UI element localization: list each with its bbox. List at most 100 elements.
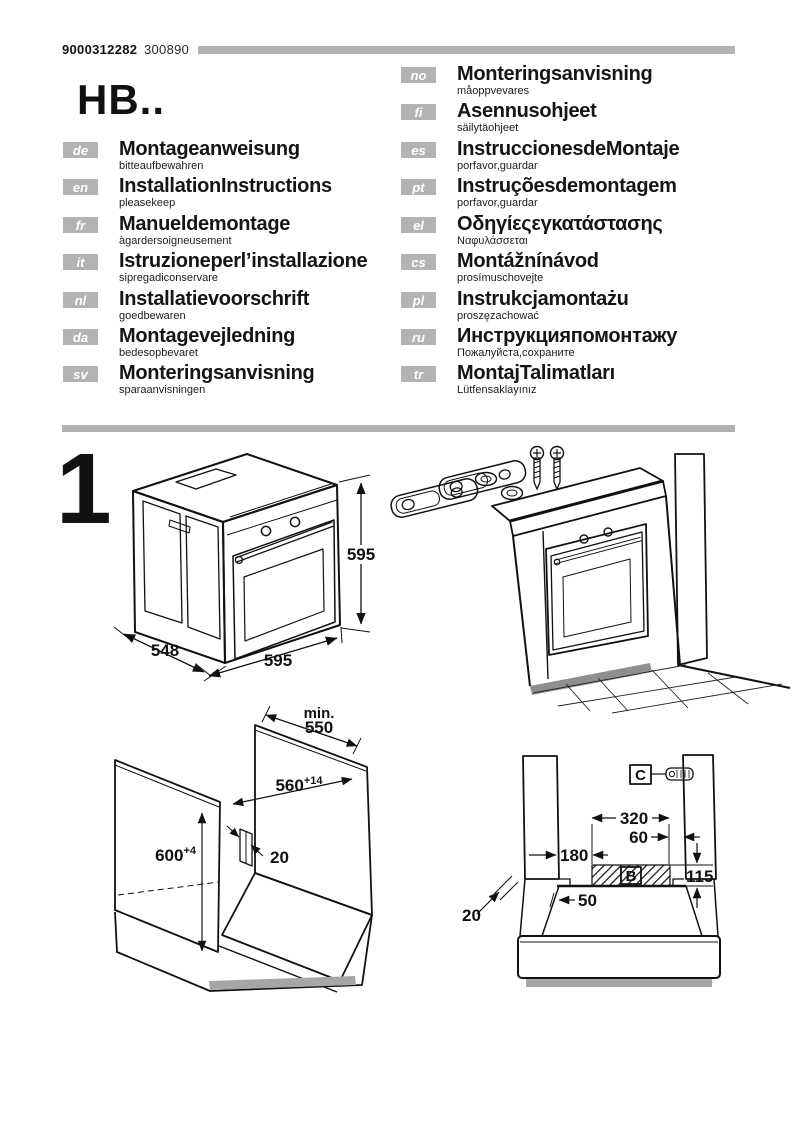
language-row-no: no Monteringsanvisning måoppvevares — [401, 63, 653, 97]
language-note: porfavor,guardar — [457, 160, 538, 172]
language-badge-fi: fi — [401, 104, 436, 120]
language-title: Instruçõesdemontagem — [457, 175, 677, 197]
language-row-pl: pl Instrukcjamontażu proszęzachować — [401, 288, 629, 322]
document-code: 300890 — [144, 42, 190, 57]
cutout-dimensions: min. 550 560+14 600+4 20 — [155, 705, 362, 952]
language-title: Asennusohjeet — [457, 100, 597, 122]
language-note: pleasekeep — [119, 197, 176, 209]
language-note: sparaanvisningen — [119, 384, 206, 396]
screw-icon — [529, 445, 545, 491]
cabinet-left-panel — [114, 759, 221, 953]
language-title: InstallationInstructions — [119, 175, 332, 197]
language-note: måoppvevares — [457, 85, 530, 97]
mounting-bracket-icon — [390, 478, 479, 518]
mounting-bracket-icon — [438, 460, 527, 500]
language-title: Installatievoorschrift — [119, 288, 310, 310]
language-row-pt: pt Instruçõesdemontagem porfavor,guardar — [401, 175, 677, 209]
language-badge-fr: fr — [63, 217, 98, 233]
oven-height-label: 595 — [347, 545, 375, 564]
dim-60-label: 60 — [629, 828, 648, 847]
language-note: bedesopbevaret — [119, 347, 198, 359]
niche-min-label: min. — [304, 705, 335, 722]
cabinet-right-panel — [254, 724, 373, 916]
cabinet-cutout-drawing: min. 550 560+14 600+4 20 — [114, 705, 373, 993]
control-knob-icon — [579, 534, 589, 544]
section-divider-bar — [62, 425, 735, 432]
vent-detail — [175, 468, 237, 490]
language-note: Пожалуйста,сохраните — [457, 347, 575, 359]
oven-isometric-drawing: 595 595 548 — [113, 453, 378, 682]
document-number: 9000312282 — [62, 42, 138, 57]
mounting-hardware-drawing — [390, 445, 565, 518]
part-c-label: C — [635, 767, 646, 784]
language-badge-da: da — [63, 329, 98, 345]
language-title: Montageanweisung — [119, 138, 300, 160]
language-badge-sv: sv — [63, 366, 98, 382]
language-badge-pl: pl — [401, 292, 436, 308]
installed-oven-door — [550, 531, 645, 651]
language-title: Instrukcjamontażu — [457, 288, 629, 310]
header-divider-bar — [198, 46, 735, 54]
oven-dimensions: 595 595 548 — [113, 474, 378, 682]
language-badge-tr: tr — [401, 366, 436, 382]
installed-oven-drawing — [491, 453, 791, 714]
oven-door — [232, 519, 336, 660]
language-title: Monteringsanvisning — [457, 63, 653, 85]
language-row-it: it Istruzioneperl’installazione sipregad… — [63, 251, 368, 284]
tiled-floor — [532, 664, 783, 714]
language-badge-no: no — [401, 67, 436, 83]
base-cabinet — [517, 935, 721, 979]
language-note: goedbewaren — [119, 310, 186, 322]
language-badge-es: es — [401, 142, 436, 158]
language-row-en: en InstallationInstructions pleasekeep — [63, 175, 332, 209]
language-title: Montážnínávod — [457, 250, 599, 272]
dim-320-label: 320 — [620, 809, 648, 828]
language-title: Monteringsanvisning — [119, 362, 315, 384]
side-panel-detail — [185, 515, 221, 640]
control-knob-icon — [603, 527, 613, 537]
language-row-nl: nl Installatievoorschrift goedbewaren — [63, 288, 310, 322]
niche-height-label: 600+4 — [155, 845, 197, 865]
niche-rear-drawing: 320 60 180 115 50 20 B C — [462, 754, 721, 987]
language-row-el: el Οδηγίεςεγκατάστασης Ναφυλάσσεται — [401, 213, 663, 247]
left-wall — [522, 755, 560, 880]
language-row-de: de Montageanweisung bitteaufbewahren — [63, 138, 300, 172]
language-badge-cs: cs — [401, 254, 436, 270]
language-note: sipregadiconservare — [119, 272, 219, 284]
control-knob-icon — [260, 525, 272, 537]
right-wall — [682, 754, 717, 880]
screw-icon — [549, 445, 565, 491]
language-note: prosímuschovejte — [457, 272, 544, 284]
language-title: Montagevejledning — [119, 325, 296, 347]
wall-panel — [674, 453, 708, 666]
language-title: MontajTalimatları — [457, 362, 615, 384]
language-note: Lütfensaklayınız — [457, 384, 537, 396]
language-badge-nl: nl — [63, 292, 98, 308]
language-badge-ru: ru — [401, 329, 436, 345]
language-note: Ναφυλάσσεται — [457, 235, 528, 247]
language-title: Οδηγίεςεγκατάστασης — [457, 213, 663, 235]
language-row-sv: sv Monteringsanvisning sparaanvisningen — [63, 362, 315, 396]
installation-figure: 1 595 595 548 — [56, 425, 791, 993]
language-note: bitteaufbewahren — [119, 160, 204, 172]
niche-width-label: 560+14 — [275, 775, 323, 795]
side-panel-detail — [142, 500, 183, 624]
language-badge-en: en — [63, 179, 98, 195]
cover-cap-icon — [500, 485, 524, 501]
part-b-label: B — [626, 868, 637, 885]
language-note: säilytäohjeet — [457, 122, 519, 134]
control-knob-icon — [289, 516, 301, 528]
base-shadow — [526, 979, 712, 987]
model-title: HB.. — [77, 76, 165, 123]
language-title: InstruccionesdeMontaje — [457, 138, 680, 160]
installed-oven-window — [562, 558, 632, 638]
cabinet-floor — [221, 872, 373, 982]
oven-width-label: 595 — [264, 651, 292, 670]
language-row-fr: fr Manueldemontage àgardersoigneusement — [63, 214, 290, 247]
language-badge-el: el — [401, 217, 436, 233]
cover-cap-icon — [474, 471, 498, 487]
step-number: 1 — [56, 433, 112, 545]
bracket-on-wall-icon — [665, 767, 694, 781]
language-row-tr: tr MontajTalimatları Lütfensaklayınız — [401, 362, 615, 396]
